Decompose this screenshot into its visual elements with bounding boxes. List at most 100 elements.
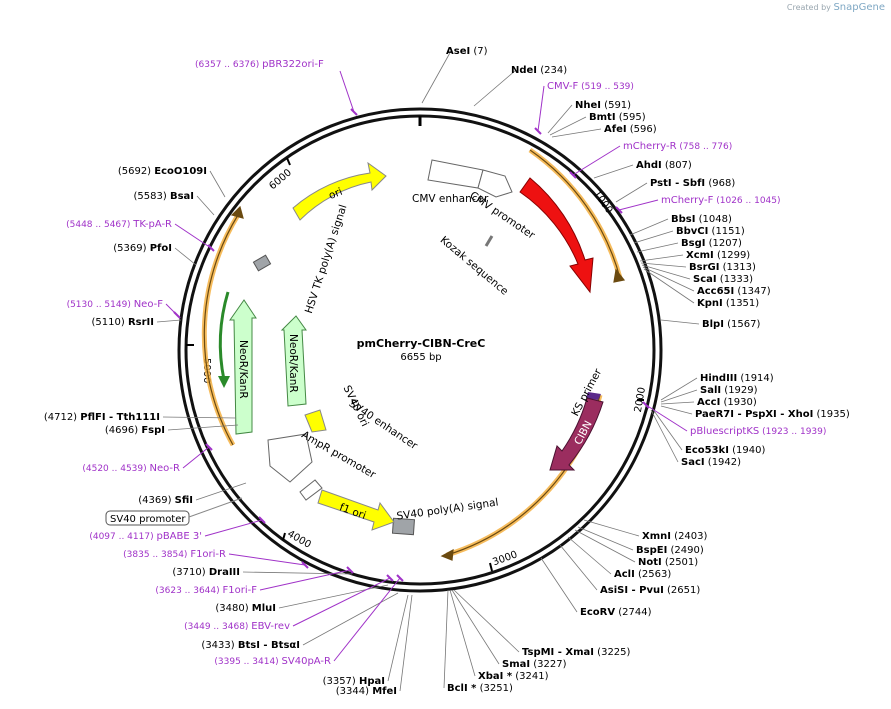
primer-mark — [386, 574, 394, 582]
primer-range: (5448 .. 5467) — [66, 220, 133, 230]
site-label: ScaI (1333) — [693, 274, 753, 285]
site-label: TspMI - XmaI (3225) — [522, 647, 631, 658]
site-position: (3710) — [172, 567, 208, 578]
f1-ori-feature — [317, 489, 395, 531]
site-position: (1567) — [724, 319, 761, 330]
site-position: (1351) — [723, 298, 760, 309]
site-label: XbaI * (3241) — [478, 671, 549, 682]
site-label: AseI (7) — [446, 46, 488, 57]
site-position: (596) — [627, 124, 657, 135]
site-leader — [583, 519, 640, 537]
site-label: (4696) FspI — [105, 425, 165, 436]
site-label: BsgI (1207) — [681, 238, 742, 249]
site-position: (4369) — [138, 495, 174, 506]
primer-name: mCherry-R — [623, 141, 677, 152]
site-leader — [209, 170, 226, 198]
primer-leader — [174, 223, 212, 249]
site-label: BclI * (3251) — [447, 683, 513, 694]
site-position: (3241) — [512, 671, 549, 682]
site-name: HindIII — [700, 373, 737, 384]
neor-inner-feature — [280, 315, 307, 407]
primer-label: (3449 .. 3468) EBV-rev — [184, 621, 290, 632]
primer-range: (3623 .. 3644) — [155, 586, 222, 596]
site-position: (595) — [616, 112, 646, 123]
primer-label: (6357 .. 6376) pBR322ori-F — [195, 59, 324, 70]
site-leader — [639, 254, 684, 262]
tick-2000: 2000 — [633, 386, 648, 413]
site-name: PflFI - Tth111I — [80, 412, 160, 423]
site-leader — [443, 589, 449, 689]
cmv-promoter-feature — [477, 169, 513, 198]
site-position: (591) — [601, 100, 631, 111]
site-position: (1151) — [708, 226, 745, 237]
kozak-feature — [484, 235, 494, 247]
primer-mark — [396, 574, 404, 582]
site-name: FspI — [141, 425, 165, 436]
site-position: (3227) — [530, 659, 567, 670]
primer-label: mCherry-R (758 .. 776) — [623, 141, 732, 152]
primer-name: F1ori-F — [223, 585, 258, 596]
primer-label: (4097 .. 4117) pBABE 3' — [89, 531, 202, 542]
site-name: Acc65I — [697, 286, 734, 297]
site-position: (1333) — [717, 274, 754, 285]
cmv-enhancer-label: CMV enhancer — [412, 193, 489, 205]
snapgene-logo: SnapGene — [833, 2, 885, 13]
site-label: AhdI (807) — [636, 160, 692, 171]
site-name: BmtI — [589, 112, 616, 123]
site-name: MfeI — [372, 686, 397, 697]
site-labels: AseI (7)NdeI (234)NheI (591)BmtI (595)Af… — [44, 46, 850, 697]
site-label: NdeI (234) — [511, 65, 567, 76]
site-label: (5692) EcoO109I — [118, 166, 207, 177]
orf-mcherry-arrowhead — [613, 268, 626, 283]
site-leader — [559, 544, 598, 591]
primer-leader — [228, 553, 306, 566]
site-name: AccI — [697, 397, 720, 408]
primer-name: CMV-F — [547, 81, 578, 92]
site-name: BspEI — [636, 545, 667, 556]
site-leader — [651, 407, 683, 451]
site-label: AccI (1930) — [697, 397, 757, 408]
site-name: BsaI — [170, 191, 194, 202]
ks-primer-feature — [586, 392, 601, 400]
sv40-promoter-leader — [188, 497, 243, 518]
site-leader — [641, 264, 691, 280]
site-leader — [196, 195, 215, 216]
tick-4000: 4000 — [285, 529, 313, 551]
sv40-polya-feature — [391, 517, 415, 536]
site-name: BlpI — [702, 319, 724, 330]
sv40-ori-feature — [304, 409, 327, 433]
site-leader — [567, 536, 612, 575]
sv40-enhancer-label: SV40 enhancer — [347, 397, 421, 452]
site-name: BbsI — [671, 214, 695, 225]
site-label: (3433) BtsI - BtsαI — [201, 640, 300, 651]
site-label: (3357) HpaI — [323, 676, 385, 687]
mcherry-feature — [519, 177, 594, 294]
site-label: (3344) MfeI — [336, 686, 397, 697]
site-label: XmnI (2403) — [642, 531, 708, 542]
site-name: BclI * — [447, 683, 477, 694]
site-name: SmaI — [502, 659, 530, 670]
site-leader — [473, 69, 517, 107]
site-label: AfeI (596) — [604, 124, 657, 135]
tick-3000-mark — [489, 562, 493, 572]
site-position: (234) — [537, 65, 567, 76]
cibn-label: CIBN — [572, 419, 595, 447]
plasmid-name: pmCherry-CIBN-CreC — [357, 337, 486, 350]
site-position: (1935) — [813, 409, 850, 420]
primer-leader — [645, 404, 688, 432]
site-name: AhdI — [636, 160, 662, 171]
site-position: (7) — [470, 46, 487, 57]
site-label: BmtI (595) — [589, 112, 646, 123]
site-leader — [643, 268, 695, 304]
site-leader — [660, 377, 698, 401]
site-position: (807) — [662, 160, 692, 171]
site-leader — [540, 557, 578, 613]
site-position: (4696) — [105, 425, 141, 436]
site-name: BtsI - BtsαI — [238, 640, 300, 651]
site-position: (3225) — [594, 647, 631, 658]
primer-leader — [537, 85, 545, 132]
site-leader — [615, 182, 648, 203]
site-name: NotI — [638, 557, 662, 568]
site-label: NotI (2501) — [638, 557, 698, 568]
